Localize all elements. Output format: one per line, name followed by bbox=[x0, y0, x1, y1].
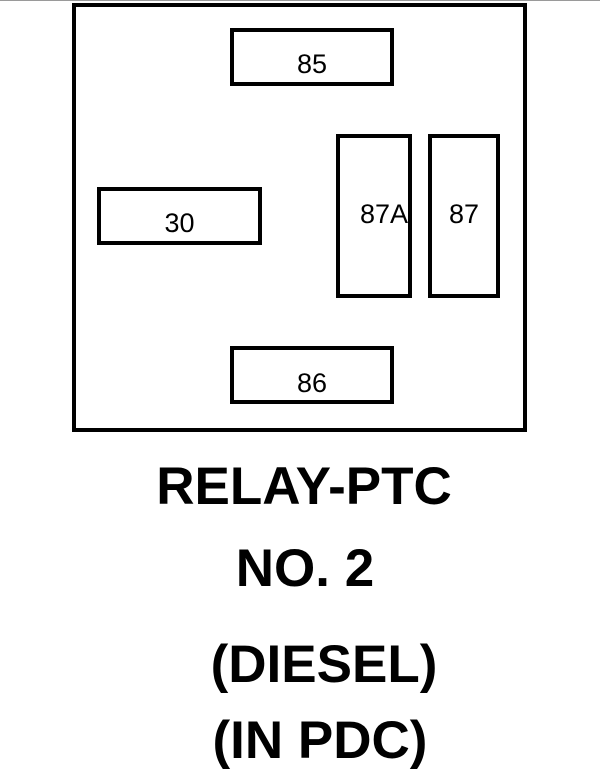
caption-location: (IN PDC) bbox=[212, 711, 428, 770]
relay-pin-30: 30 bbox=[97, 187, 262, 245]
relay-pin-87: 87 bbox=[428, 134, 500, 298]
relay-pin-30-label: 30 bbox=[164, 207, 195, 238]
caption-relay-name: RELAY-PTC bbox=[156, 457, 452, 516]
caption-engine-variant: (DIESEL) bbox=[210, 635, 438, 694]
caption-relay-number: NO. 2 bbox=[235, 539, 375, 598]
top-divider bbox=[0, 0, 600, 1]
relay-pin-85: 85 bbox=[230, 28, 394, 86]
relay-pin-87a-label: 87A bbox=[359, 198, 409, 229]
relay-pin-85-label: 85 bbox=[296, 48, 328, 79]
relay-pin-87a: 87A bbox=[336, 134, 412, 298]
relay-pin-86: 86 bbox=[230, 346, 394, 404]
relay-pin-87-label: 87 bbox=[448, 198, 480, 229]
relay-pin-86-label: 86 bbox=[296, 367, 328, 398]
